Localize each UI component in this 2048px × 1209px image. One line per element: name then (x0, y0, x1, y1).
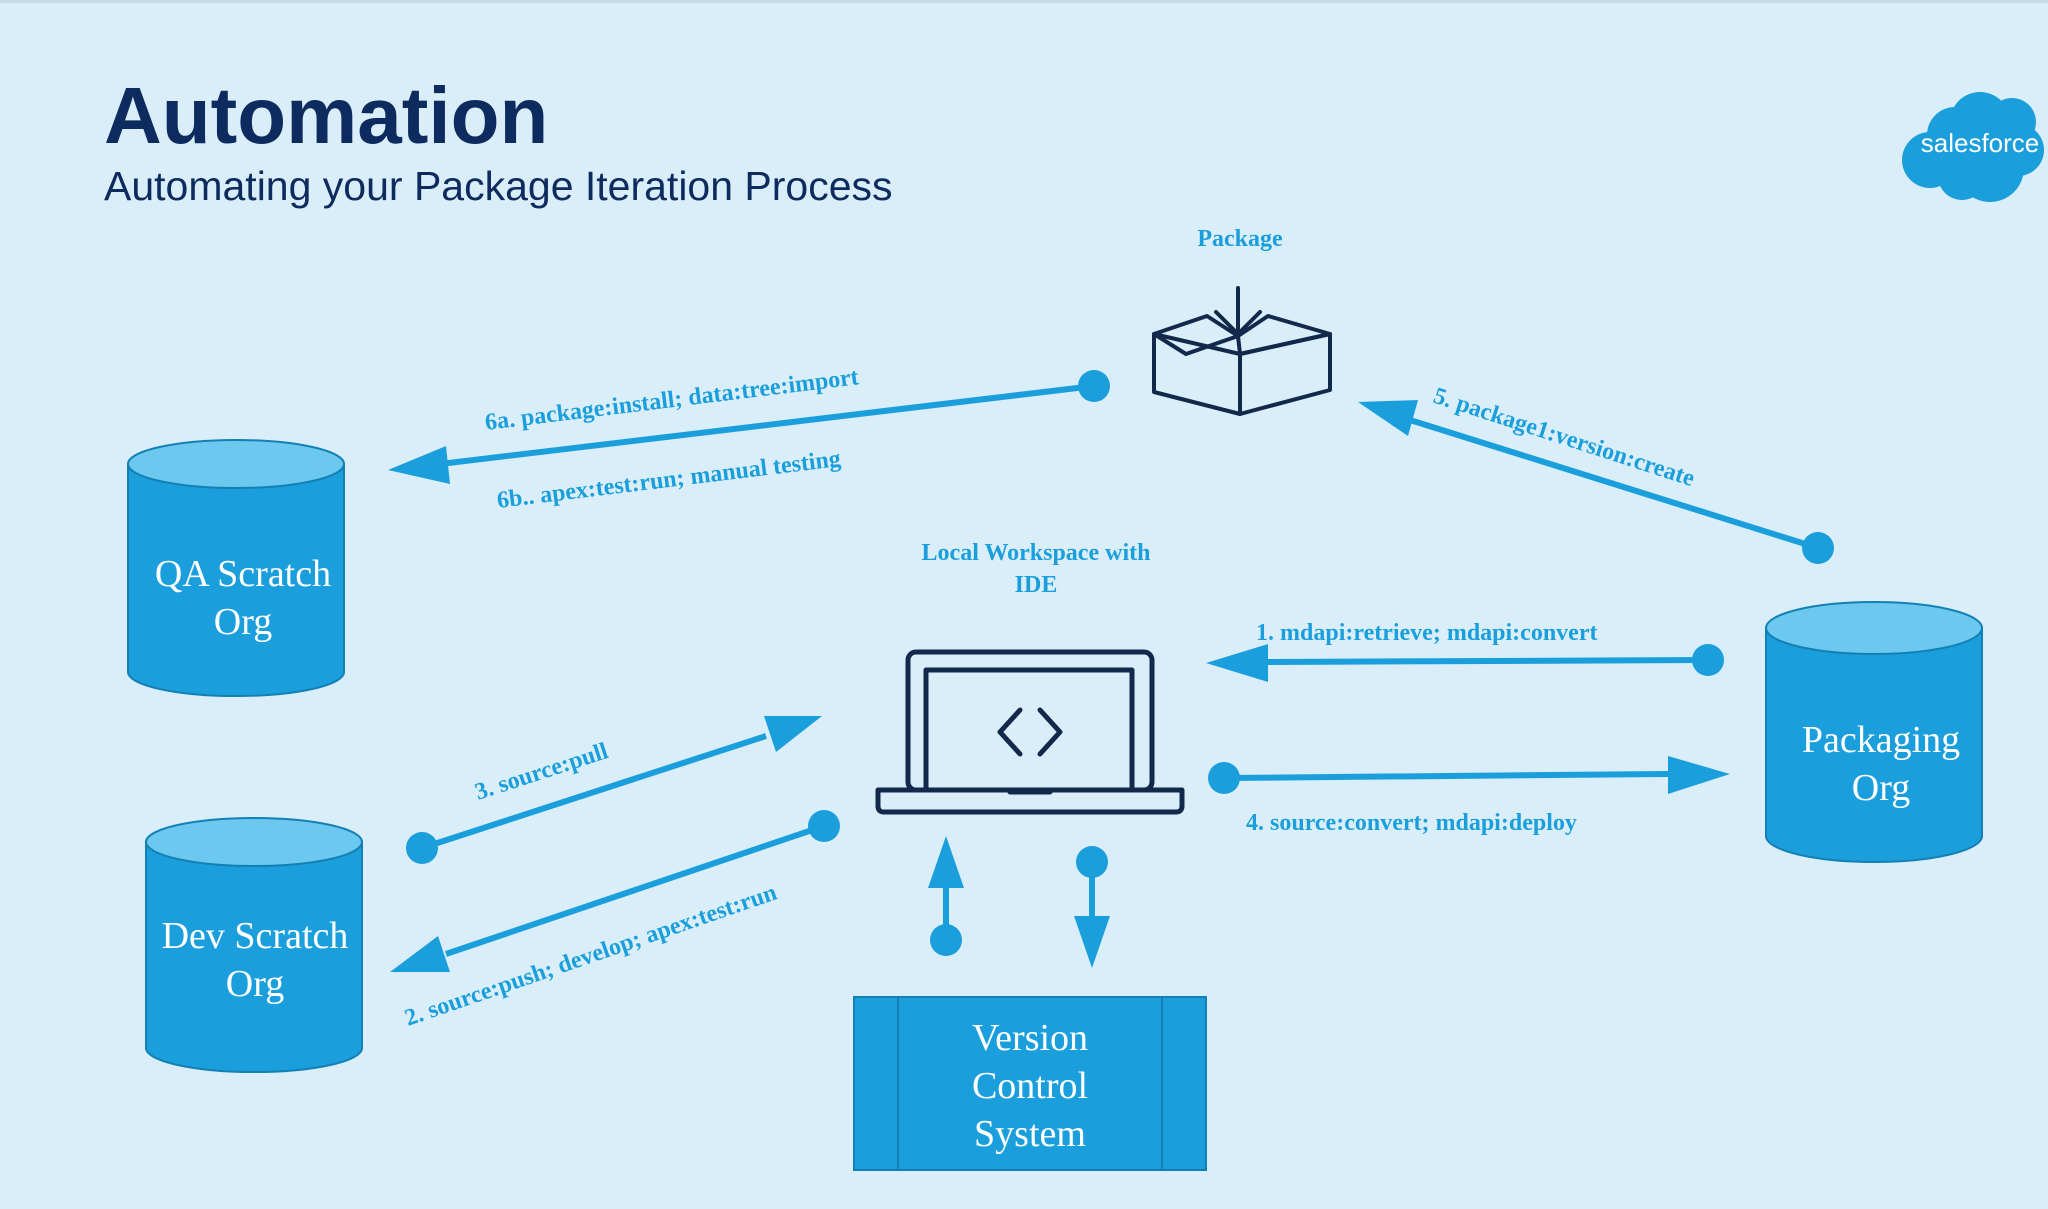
arrow-workspace-to-vcs (1074, 846, 1110, 968)
cloud-icon (1902, 92, 2044, 202)
arrow-vcs-to-workspace (928, 836, 964, 956)
arrow-6a-package-to-qa (388, 370, 1110, 484)
top-divider (0, 0, 2048, 3)
workspace-label-line2: IDE (1015, 572, 1058, 598)
qa-org-line1: QA Scratch (155, 553, 331, 595)
step-6b-label: 6b.. apex:test:run; manual testing (496, 446, 843, 514)
logo-text: salesforce (1921, 128, 2040, 158)
page-subtitle: Automating your Package Iteration Proces… (104, 163, 893, 209)
arrow-2-workspace-to-dev (390, 810, 840, 972)
package-label: Package (1197, 226, 1283, 252)
laptop-code-icon (875, 649, 1185, 815)
salesforce-logo: salesforce (1902, 92, 2044, 202)
arrow-1-packaging-to-workspace (1206, 644, 1724, 682)
packaging-org-line2: Org (1852, 767, 1910, 809)
arrow-4-workspace-to-packaging (1208, 756, 1730, 794)
step-1-label: 1. mdapi:retrieve; mdapi:convert (1256, 620, 1597, 646)
qa-scratch-org-cylinder: QA Scratch Org (127, 439, 345, 697)
dev-org-line1: Dev Scratch (162, 915, 349, 957)
vcs-line2: Control (972, 1065, 1088, 1107)
vcs-line3: System (974, 1113, 1086, 1155)
version-control-system-box: Version Control System (853, 996, 1207, 1171)
dev-org-line2: Org (226, 963, 284, 1005)
vcs-line1: Version (972, 1017, 1088, 1059)
dev-scratch-org-cylinder: Dev Scratch Org (145, 817, 363, 1073)
page-title: Automation (104, 71, 549, 160)
packaging-org-line1: Packaging (1802, 719, 1960, 761)
package-box-icon (1152, 286, 1332, 416)
workspace-label-line1: Local Workspace with (922, 540, 1151, 566)
packaging-org-cylinder: Packaging Org (1765, 601, 1983, 863)
step-6a-label: 6a. package:install; data:tree:import (484, 364, 861, 436)
step-4-label: 4. source:convert; mdapi:deploy (1246, 810, 1577, 836)
arrow-3-dev-to-workspace (406, 716, 822, 864)
arrow-5-packaging-to-package (1358, 400, 1834, 564)
qa-org-line2: Org (214, 601, 272, 643)
